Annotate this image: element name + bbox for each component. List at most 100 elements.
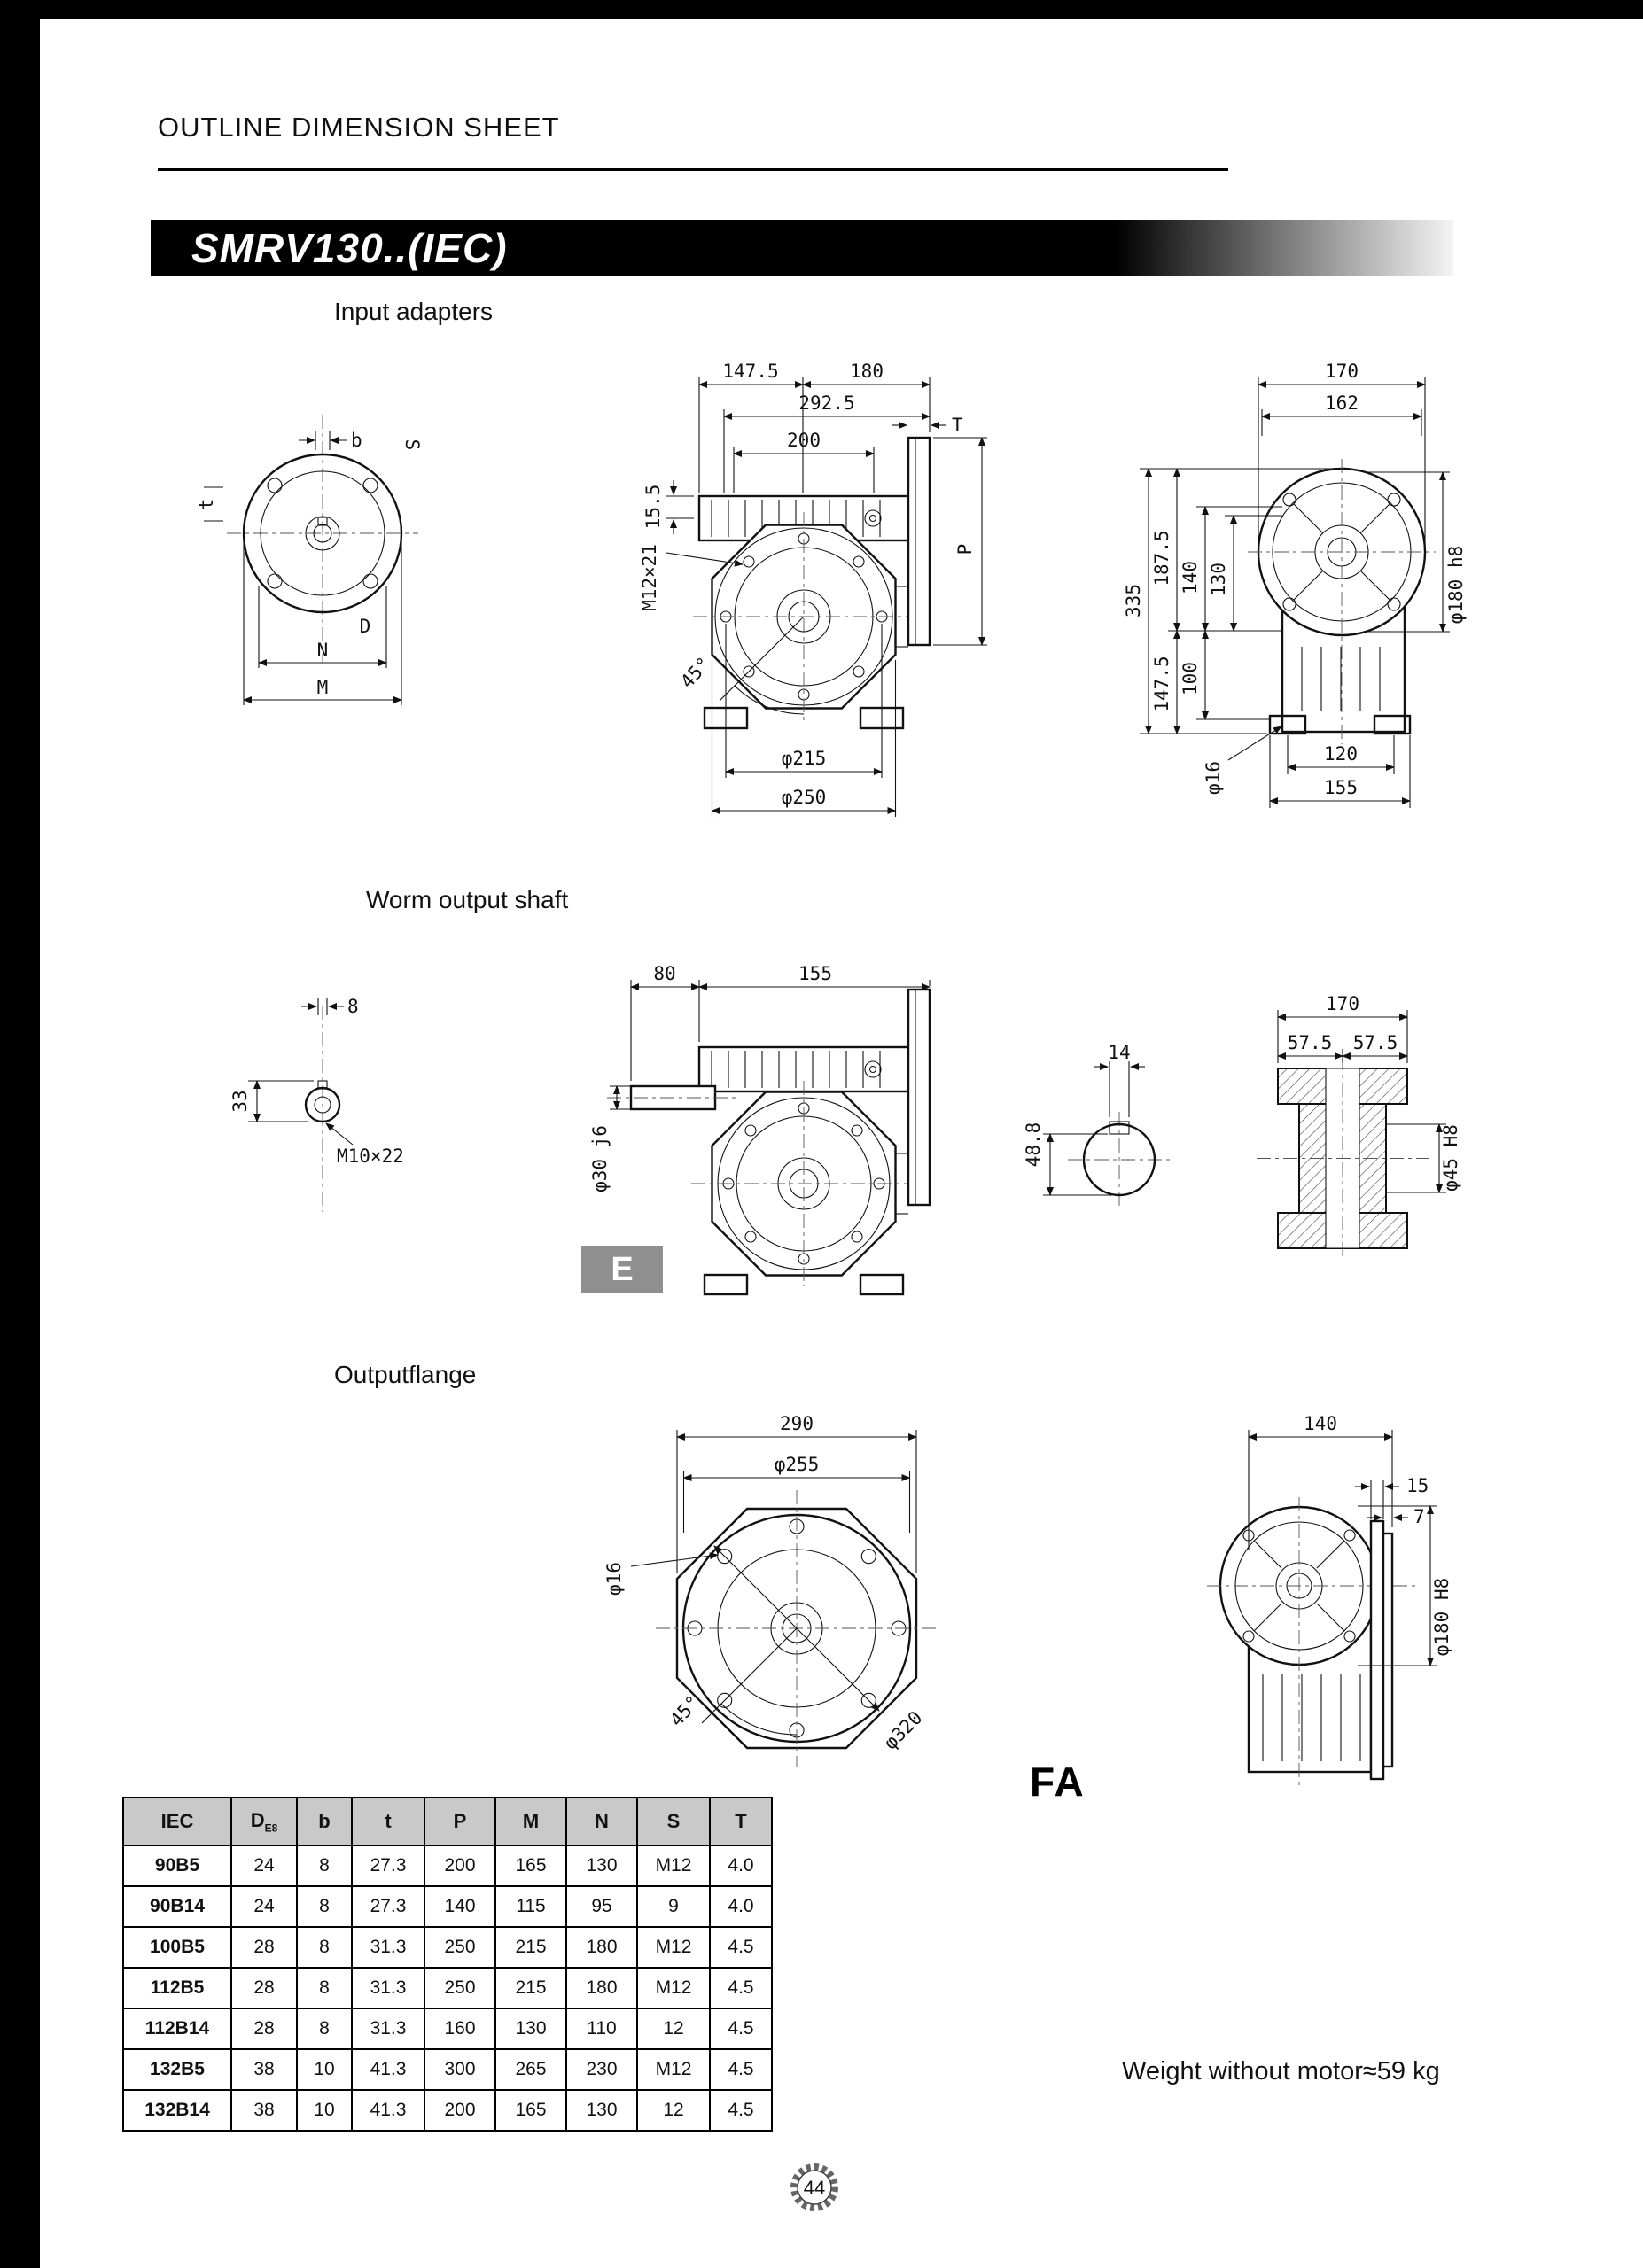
spec-cell: 4.5 [709,2089,773,2132]
input-adapters-drawing: b S t D N M [196,361,1467,817]
dim-label: 100 [1180,662,1201,695]
gearbox-side-view: 170 162 335 187.5 147.5 140 100 130 [1123,361,1467,808]
spec-cell: 10 [296,2089,353,2132]
dim-label: 57.5 [1288,1032,1333,1053]
spec-table-header-cell: DE8 [230,1797,298,1846]
weight-note: Weight without motor≈59 kg [1122,2057,1440,2085]
spec-cell: 27.3 [351,1845,425,1887]
worm-gearbox-front-view: 80 155 φ30 j6 [589,963,931,1296]
spec-table-header-cell: t [351,1797,425,1846]
spec-cell: 165 [494,2089,567,2132]
section-label-input-adapters: Input adapters [334,298,494,325]
spec-cell: 215 [494,1967,567,2009]
dim-label: 155 [798,963,832,984]
dim-label: 8 [347,996,359,1017]
spec-row-header: 132B14 [122,2089,232,2132]
dim-label: 80 [653,963,675,984]
spec-cell: 4.5 [709,2008,773,2050]
output-flange-side-view: 140 15 7 φ180 H8 [1207,1413,1452,1790]
dim-label: 147.5 [722,361,778,382]
dim-label: 147.5 [1151,656,1172,711]
section-label-worm-output-shaft: Worm output shaft [366,886,569,913]
dim-label: N [317,640,329,661]
dim-label: 292.5 [798,392,854,414]
dim-label: 57.5 [1353,1032,1398,1053]
dim-label: φ180 H8 [1431,1578,1452,1657]
section-label-output-flange: Outputflange [334,1361,477,1388]
spec-cell: 38 [230,2089,298,2132]
dim-label: 200 [787,430,821,451]
spec-cell: 110 [565,2008,638,2050]
spec-cell: 24 [230,1845,298,1887]
dim-label: S [401,439,423,451]
spec-cell: 160 [424,2008,496,2050]
dim-label: 14 [1108,1042,1130,1063]
spec-cell: 8 [296,1926,353,1969]
output-flange-face-view: 290 φ255 φ16 45° φ320 [603,1413,938,1767]
spec-table-header-cell: b [296,1797,353,1846]
spec-table-header-cell: S [636,1797,711,1846]
spec-cell: 31.3 [351,1967,425,2009]
dim-label: φ215 [782,748,827,769]
dim-label: b [351,430,362,451]
spec-cell: 4.0 [709,1845,773,1887]
dim-label: 15.5 [642,485,664,530]
spec-cell: 9 [636,1885,711,1928]
spec-cell: 12 [636,2089,711,2132]
dim-label: 187.5 [1151,530,1172,586]
header-rule [158,168,1228,171]
spec-cell: 28 [230,2008,298,2050]
spec-cell: 250 [424,1967,496,2009]
spec-cell: 265 [494,2048,567,2091]
dim-label: M12×21 [639,544,660,611]
spec-table-header-cell: IEC [122,1797,232,1846]
dim-label: φ250 [782,787,827,808]
dim-label: D [360,616,371,637]
dim-label: M [317,677,329,698]
spec-cell: 130 [565,2089,638,2132]
dim-label: φ16 [603,1562,625,1596]
spec-cell: 230 [565,2048,638,2091]
dim-label: φ16 [1203,761,1224,795]
spec-row-header: 112B5 [122,1967,232,2009]
shaft-key-detail-view: 8 33 M10×22 [230,996,404,1212]
spec-cell: M12 [636,1926,711,1969]
view-tag-e-label: E [611,1250,634,1288]
spec-cell: 300 [424,2048,496,2091]
dim-label: φ180 h8 [1445,546,1467,625]
dim-label: 180 [850,361,884,382]
spec-cell: 4.5 [709,1926,773,1969]
spec-cell: 8 [296,1885,353,1928]
dim-label: 48.8 [1023,1122,1044,1168]
spec-row-header: 90B14 [122,1885,232,1928]
output-flange-drawing: 290 φ255 φ16 45° φ320 [603,1413,1452,1790]
spec-cell: 31.3 [351,2008,425,2050]
spec-cell: 165 [494,1845,567,1887]
dim-label: φ255 [775,1454,820,1475]
spec-cell: 28 [230,1967,298,2009]
dim-label: 170 [1326,993,1359,1014]
gearbox-front-view: 147.5 180 292.5 200 T 15.5 M12×21 P [639,361,987,817]
spec-row-header: 132B5 [122,2048,232,2091]
spec-cell: 250 [424,1926,496,1969]
spec-cell: 140 [424,1885,496,1928]
spec-cell: 200 [424,1845,496,1887]
dim-label: 290 [780,1413,814,1434]
page-number: 44 [804,2177,825,2199]
spec-cell: 12 [636,2008,711,2050]
spec-cell: 115 [494,1885,567,1928]
spec-cell: M12 [636,2048,711,2091]
spec-cell: 4.5 [709,2048,773,2091]
view-tag-fa-label: FA [1030,1759,1086,1805]
dim-label: 15 [1406,1475,1429,1496]
spec-cell: 95 [565,1885,638,1928]
spec-table-header-cell: M [494,1797,567,1846]
spec-cell: 4.0 [709,1885,773,1928]
spec-table-header-cell: N [565,1797,638,1846]
page-border-top [0,0,1643,19]
document-title: OUTLINE DIMENSION SHEET [158,112,560,143]
